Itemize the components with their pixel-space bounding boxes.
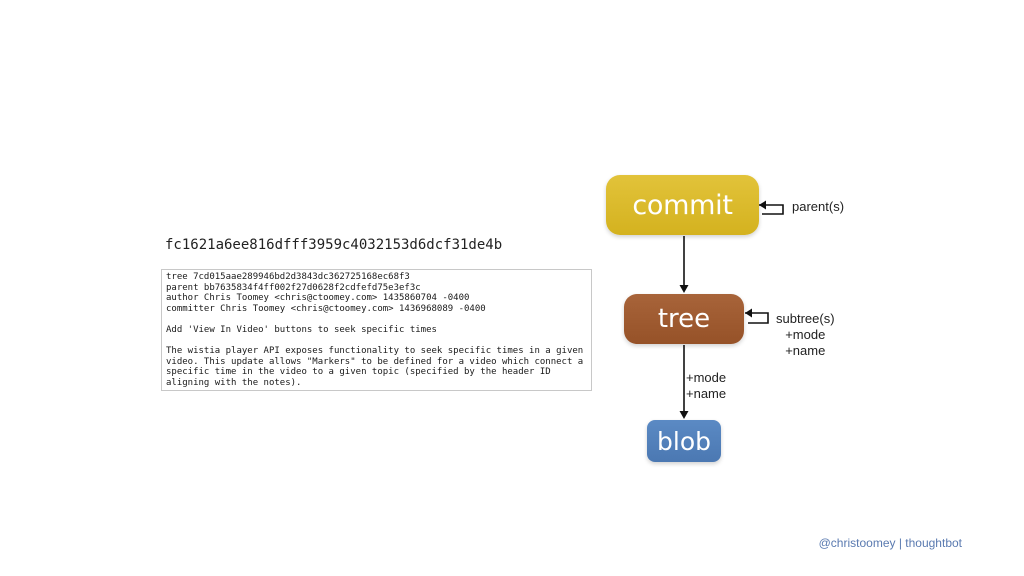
subtree-edge-label: subtree(s) +mode +name — [776, 311, 835, 359]
footer-credit: @christoomey | thoughtbot — [818, 536, 962, 550]
commit-object-line: The wistia player API exposes functional… — [166, 346, 584, 357]
commit-object-line: Add 'View In Video' buttons to seek spec… — [166, 324, 437, 335]
commit-object-line: aligning with the notes). — [166, 377, 302, 388]
subtree-label-line: +mode — [785, 327, 826, 342]
commit-object-line: video. This update allows "Markers" to b… — [166, 356, 584, 367]
commit-object-line: author Chris Toomey <chris@ctoomey.com> … — [166, 293, 470, 304]
commit-parent-arrowhead — [759, 200, 766, 210]
subtree-label-line: +name — [785, 343, 826, 358]
tree-blob-label-line: +name — [686, 386, 727, 401]
commit-object-line: committer Chris Toomey <chris@ctoomey.co… — [166, 303, 486, 314]
parent-edge-label: parent(s) — [792, 199, 845, 214]
commit-to-tree-arrowhead — [679, 285, 689, 293]
tree-node: tree — [624, 294, 744, 344]
tree-blob-edge-label: +mode +name — [686, 370, 726, 402]
commit-object-line — [166, 336, 586, 347]
tree-subtree-loop-arrow — [745, 312, 769, 324]
commit-node: commit — [606, 175, 759, 235]
subtree-label-line: subtree(s) — [776, 311, 835, 326]
tree-to-blob-arrowhead — [679, 411, 689, 419]
blob-node: blob — [647, 420, 721, 462]
tree-subtree-arrowhead — [745, 308, 752, 318]
commit-object-line — [166, 314, 586, 325]
commit-parent-loop-arrow — [759, 204, 784, 215]
commit-hash: fc1621a6ee816dfff3959c4032153d6dcf31de4b — [165, 237, 503, 253]
commit-object-box: tree 7cd015aae289946bd2d3843dc362725168e… — [161, 269, 592, 391]
commit-object-line: tree 7cd015aae289946bd2d3843dc362725168e… — [166, 272, 410, 282]
commit-object-line: specific time in the video to a given to… — [166, 367, 551, 378]
tree-blob-label-line: +mode — [686, 370, 727, 385]
commit-object-line: parent bb7635834f4ff002f27d0628f2cdfefd7… — [166, 282, 421, 293]
